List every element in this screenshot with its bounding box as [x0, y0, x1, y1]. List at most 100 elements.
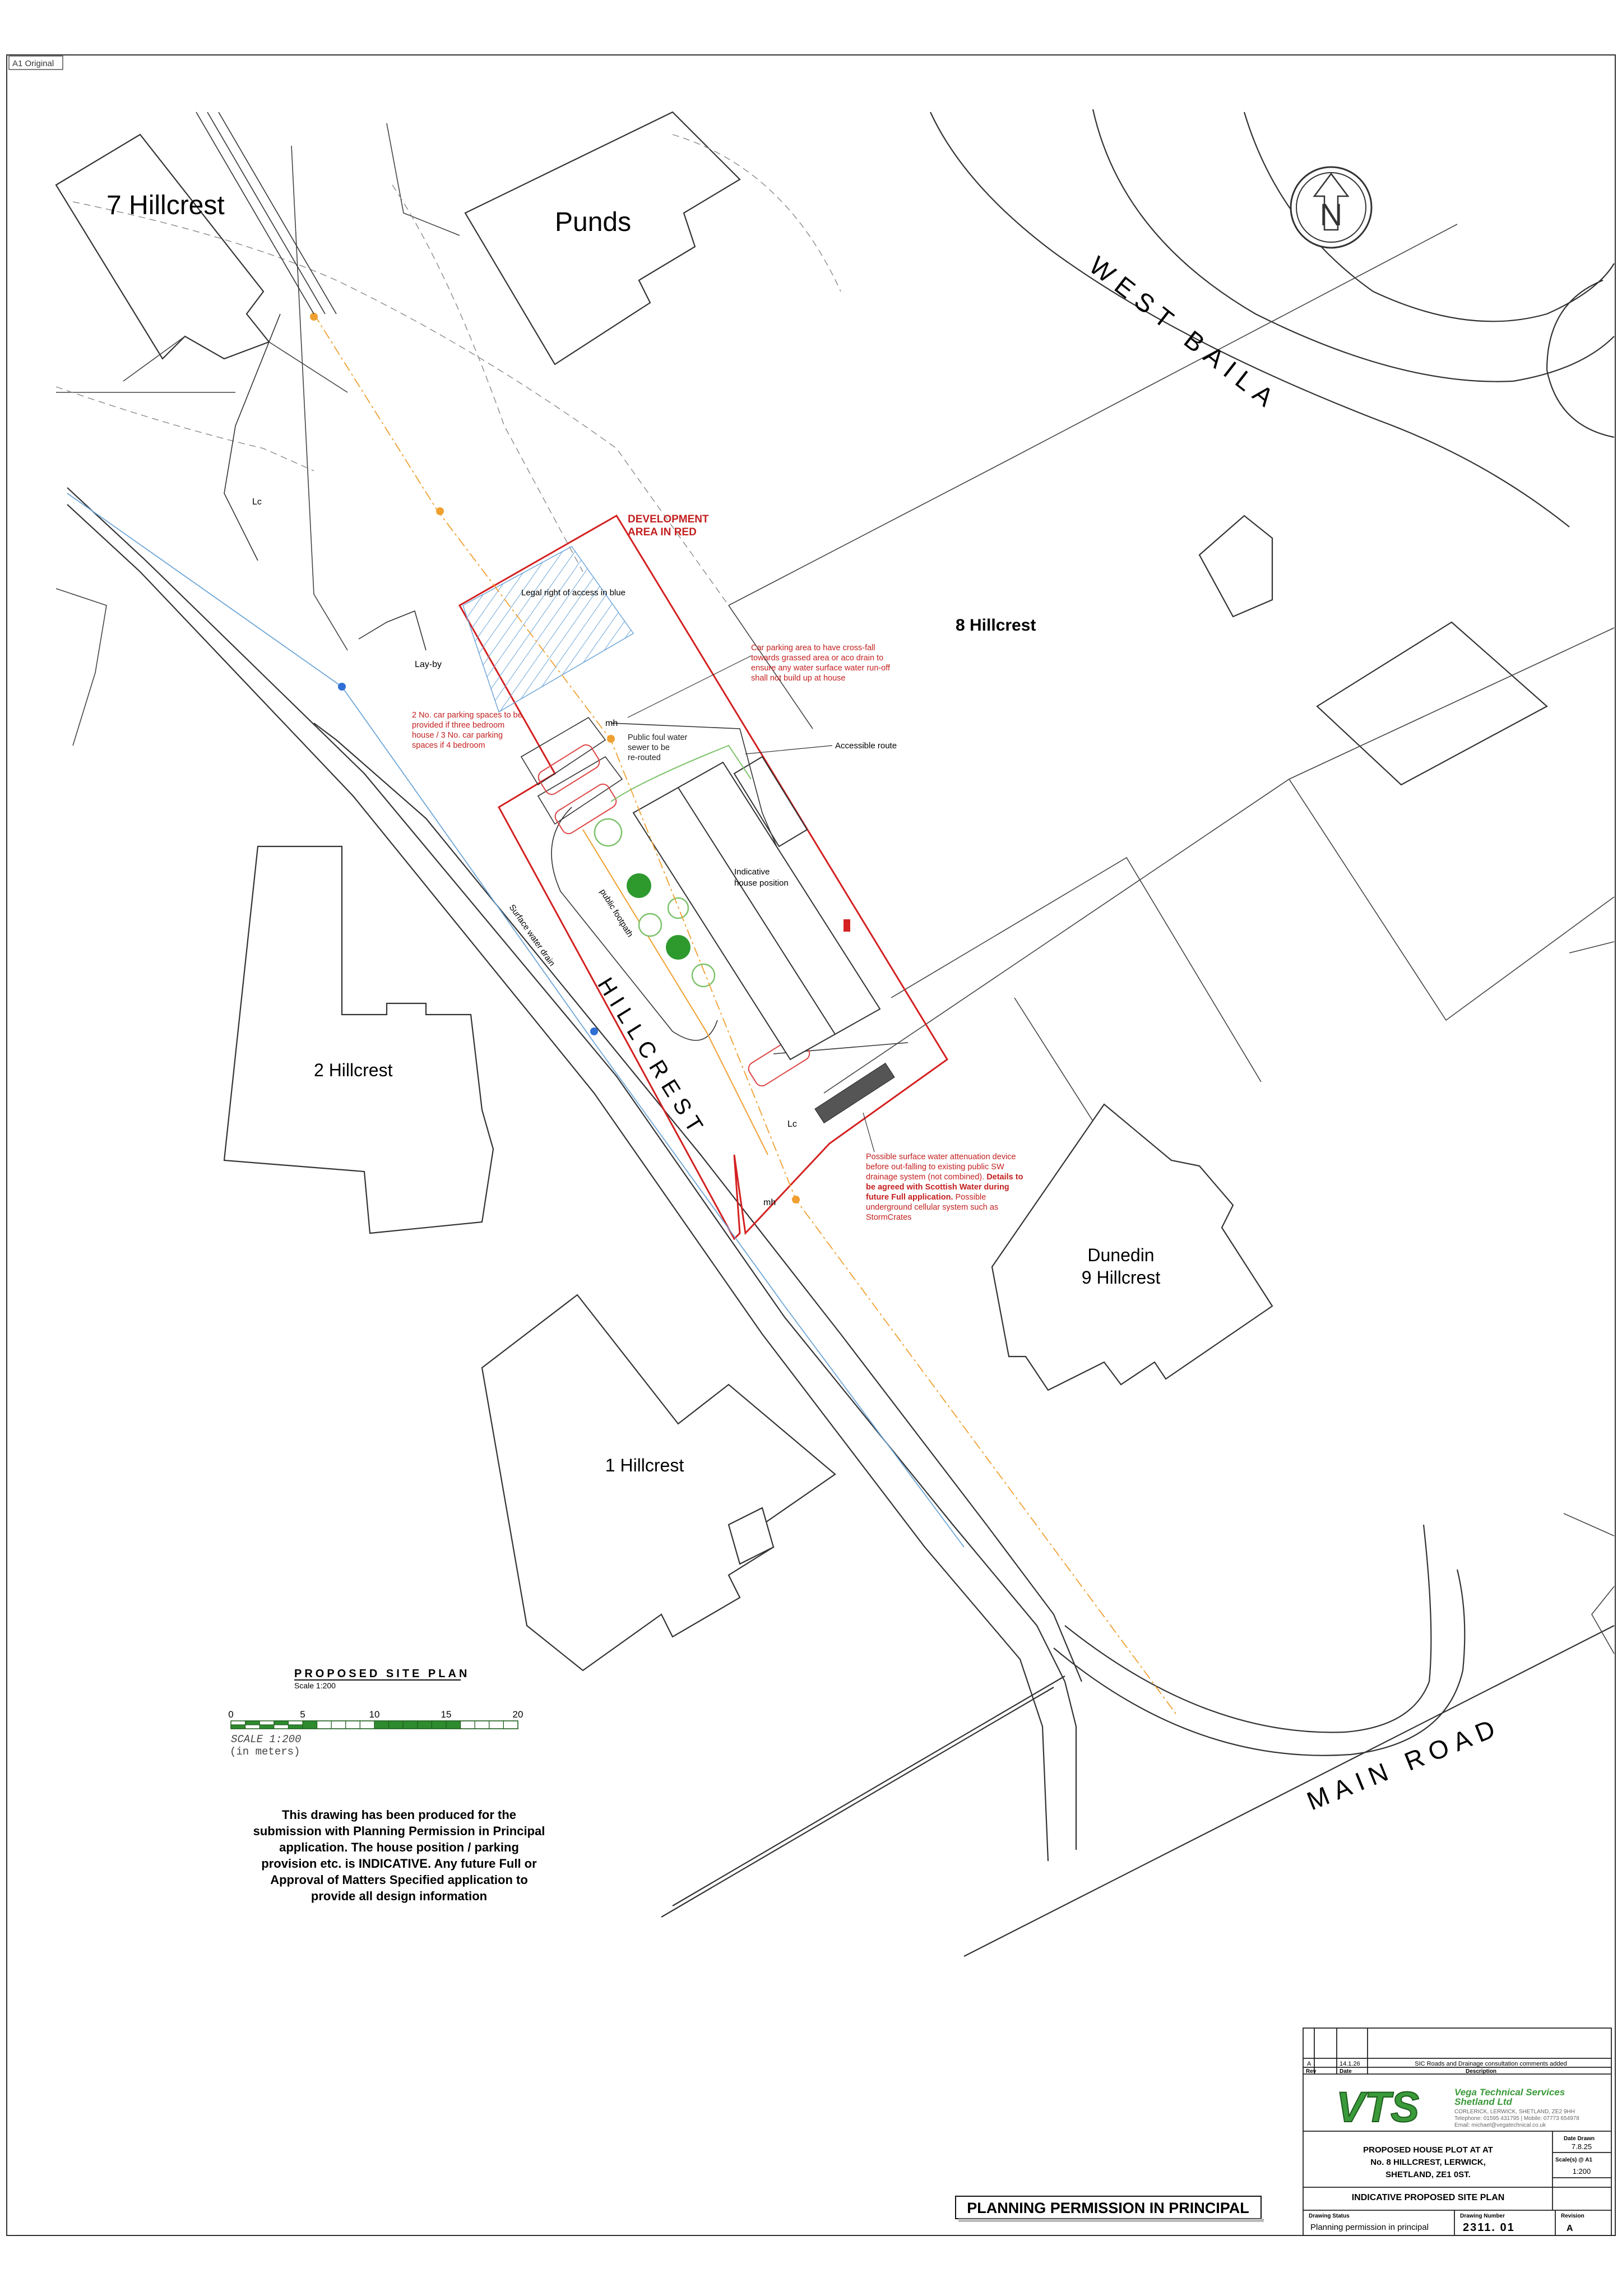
scale-segment	[402, 1720, 418, 1729]
development-boundary	[458, 514, 949, 1240]
public-footpath-line	[582, 829, 768, 1155]
car-park-fall-line: ensure any water surface water run-off	[751, 664, 891, 673]
attenuation-line: drainage system (not combined). Details …	[866, 1173, 1023, 1182]
label-dunedin: Dunedin	[1087, 1245, 1154, 1265]
north-letter: N	[1320, 197, 1342, 232]
label-2-hillcrest: 2 Hillcrest	[314, 1060, 393, 1080]
foul-sewer-note-line: Public foul water	[628, 733, 688, 742]
title-block	[1303, 2027, 1612, 2236]
tree-icon	[666, 935, 690, 960]
stamp-text: PLANNING PERMISSION IN PRINCIPAL	[967, 2200, 1249, 2216]
company-phone: Telephone: 01595 431795 | Mobile: 07773 …	[1454, 2116, 1579, 2122]
tree-icons	[594, 818, 716, 988]
tree-icon	[594, 818, 623, 847]
scale-segment	[331, 1720, 346, 1729]
scale-tick-label: 15	[441, 1709, 452, 1720]
inspection-chamber-icon	[844, 919, 850, 932]
company-logo: VTS	[1317, 2083, 1438, 2132]
label-9-hillcrest: 9 Hillcrest	[1082, 1267, 1161, 1288]
scale-segment	[259, 1724, 275, 1729]
rev-row-date: 14.1.26	[1340, 2061, 1360, 2067]
attenuation-line: future Full application. Possible	[866, 1193, 986, 1202]
north-arrow-icon: N	[1290, 166, 1373, 249]
header-date: Date	[1340, 2068, 1352, 2075]
label-indicative-house-2: house position	[734, 878, 789, 888]
label-accessible-route: Accessible route	[835, 741, 897, 751]
parking-note: 2 No. car parking spaces to be provided …	[412, 711, 522, 750]
label-development-1: DEVELOPMENT	[628, 513, 709, 525]
attenuation-note: Possible surface water attenuation devic…	[866, 1152, 1023, 1222]
scale-segment	[446, 1720, 461, 1729]
sheet-border	[6, 54, 1616, 2236]
attenuation-line: before out-falling to existing public SW	[866, 1163, 1004, 1172]
date-drawn-value: 7.8.25	[1572, 2142, 1592, 2151]
disclaimer-line: application. The house position / parkin…	[279, 1840, 519, 1854]
label-8-hillcrest: 8 Hillcrest	[956, 616, 1036, 635]
leader-accessible-route	[745, 745, 833, 754]
foul-sewer-note: Public foul water sewer to be re-routed	[628, 733, 688, 762]
indicative-house	[632, 756, 881, 1061]
leader-car-park	[627, 655, 752, 718]
disclaimer-line: This drawing has been produced for the	[282, 1808, 516, 1822]
scale-segment	[359, 1720, 375, 1729]
attenuation-tank	[814, 1062, 895, 1124]
scale-segment	[316, 1720, 332, 1729]
scale-outline	[230, 1720, 518, 1729]
label-mh-1: mh	[605, 719, 618, 728]
company-email: Email: michael@vegatechnical.co.uk	[1454, 2122, 1546, 2128]
foul-sewer-note-line: re-routed	[628, 753, 661, 762]
label-punds: Punds	[555, 207, 631, 237]
scale-label: Scale(s) @ A1	[1555, 2157, 1593, 2163]
label-development-2: AREA IN RED	[628, 526, 697, 538]
parking-note-line: house / 3 No. car parking	[412, 731, 503, 740]
scale-segment	[302, 1720, 318, 1729]
sewer-node-icon	[436, 507, 444, 515]
access-area-hatch	[462, 546, 634, 713]
site-plan-scale: Scale 1:200	[294, 1681, 336, 1690]
car-park-fall-line: towards grassed area or aco drain to	[751, 654, 883, 663]
drawing-title: INDICATIVE PROPOSED SITE PLAN	[1352, 2193, 1505, 2202]
header-description: Description	[1466, 2068, 1496, 2075]
attenuation-line: Possible surface water attenuation devic…	[866, 1152, 1016, 1161]
tree-icon	[627, 873, 651, 898]
attenuation-line: be agreed with Scottish Water during	[866, 1183, 1009, 1192]
sewer-node-icon	[792, 1196, 800, 1203]
label-mh-2: mh	[763, 1198, 776, 1207]
label-indicative-house-1: Indicative	[734, 867, 770, 877]
drain-node-icon	[590, 1027, 598, 1035]
fence-hatch	[196, 112, 427, 651]
status-value: Planning permission in principal	[1310, 2223, 1429, 2232]
label-1-hillcrest: 1 Hillcrest	[605, 1455, 684, 1475]
scale-segment	[274, 1720, 289, 1725]
revision-value: A	[1567, 2224, 1573, 2233]
car-park-fall-line: shall not build up at house	[751, 674, 846, 683]
project-line: No. 8 HILLCREST, LERWICK,	[1370, 2158, 1486, 2167]
scale-segment	[245, 1720, 260, 1725]
road-kerbs	[67, 109, 1615, 1957]
buildings	[55, 111, 1548, 1672]
drain-node-icon	[338, 683, 346, 691]
parking-note-line: spaces if 4 bedroom	[412, 741, 485, 750]
stamp-box	[955, 2196, 1262, 2219]
scale-segment	[288, 1724, 303, 1729]
disclaimer-line: submission with Planning Permission in P…	[253, 1824, 545, 1838]
status-label: Drawing Status	[1309, 2213, 1350, 2219]
scale-tick-label: 10	[369, 1709, 380, 1720]
tree-icon	[691, 963, 716, 988]
car-park-fall-line: Car parking area to have cross-fall	[751, 644, 875, 652]
sheet-size-label: A1 Original	[12, 59, 54, 68]
attenuation-line: underground cellular system such as	[866, 1203, 998, 1212]
parking-note-line: 2 No. car parking spaces to be	[412, 711, 522, 720]
leader-attenuation	[863, 1112, 875, 1152]
surface-water-drain-line	[67, 493, 965, 1548]
scale-segment	[474, 1720, 490, 1729]
disclaimer-line: provision etc. is INDICATIVE. Any future…	[261, 1857, 537, 1871]
car-icon	[537, 744, 600, 795]
scale-segment	[489, 1720, 504, 1729]
accessible-route	[610, 744, 752, 802]
parking-note-line: provided if three bedroom	[412, 721, 504, 730]
tree-icon	[638, 913, 662, 937]
car-park-fall-note: Car parking area to have cross-fall towa…	[751, 644, 891, 683]
disclaimer-line: Approval of Matters Specified applicatio…	[270, 1873, 528, 1887]
